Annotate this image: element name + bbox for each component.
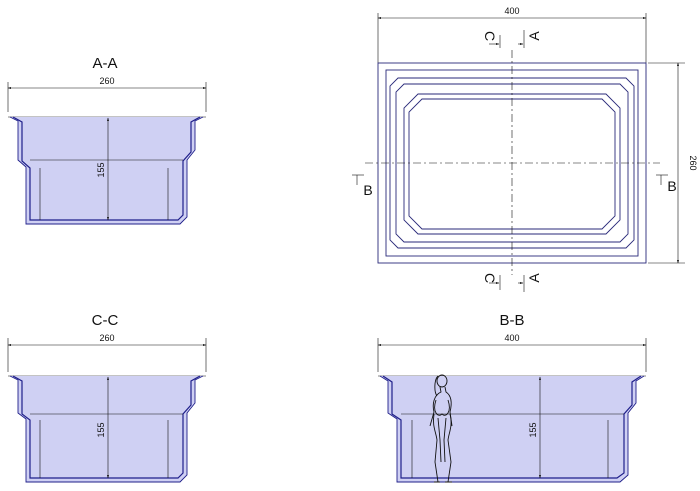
section-letter: A [526,31,542,41]
section-letter: B [667,178,676,194]
depth-dimension-label: 155 [96,162,106,177]
pool-shell-outline [379,375,645,483]
section-mark-c-bottom: C [482,273,501,290]
pool-shell-inner [12,116,201,221]
section-title-b-b: B-B [499,312,524,329]
pool-shell-outline [9,375,204,483]
section-mark-a-bottom: A [518,273,542,292]
section-b-b: B-B 400 155 [377,312,647,483]
section-letter: B [363,182,372,198]
depth-dimension-label: 155 [528,422,538,437]
figure-legs [433,413,452,483]
section-mark-a-top: A [518,30,542,48]
section-letter: A [526,273,542,283]
section-letter: C [482,31,498,41]
figure-hair [434,375,439,397]
plan-width-dimension-label: 400 [504,6,519,16]
plan-height-dimension-label: 260 [688,155,698,170]
width-dimension-label: 260 [99,76,114,86]
plan-step-inner [395,83,629,243]
pool-shell-inner [12,375,201,479]
section-title-c-c: C-C [92,312,119,329]
figure-head [436,374,448,388]
plan-floor-outline [403,93,621,235]
width-dimension-label: 260 [99,333,114,343]
figure-torso [429,386,453,427]
plan-floor-inner [408,98,616,230]
width-dimension-label: 400 [504,333,519,343]
section-mark-c-top: C [482,31,501,48]
figure-waist [434,399,450,416]
pool-shell-inner [382,375,642,479]
section-title-a-a: A-A [92,55,117,72]
plan-view: 400 260 C A C [352,6,698,292]
human-scale-figure [429,374,453,483]
depth-dimension-label: 155 [96,422,106,437]
section-letter: C [482,273,498,283]
section-mark-b-right: B [656,174,677,194]
pool-shell-outline [9,116,204,225]
section-c-c: C-C 260 155 [7,312,207,483]
figure-legs-inner [437,417,447,463]
plan-step-outline [389,77,635,249]
section-a-a: A-A 260 155 [7,55,207,225]
section-mark-b-left: B [352,174,373,198]
